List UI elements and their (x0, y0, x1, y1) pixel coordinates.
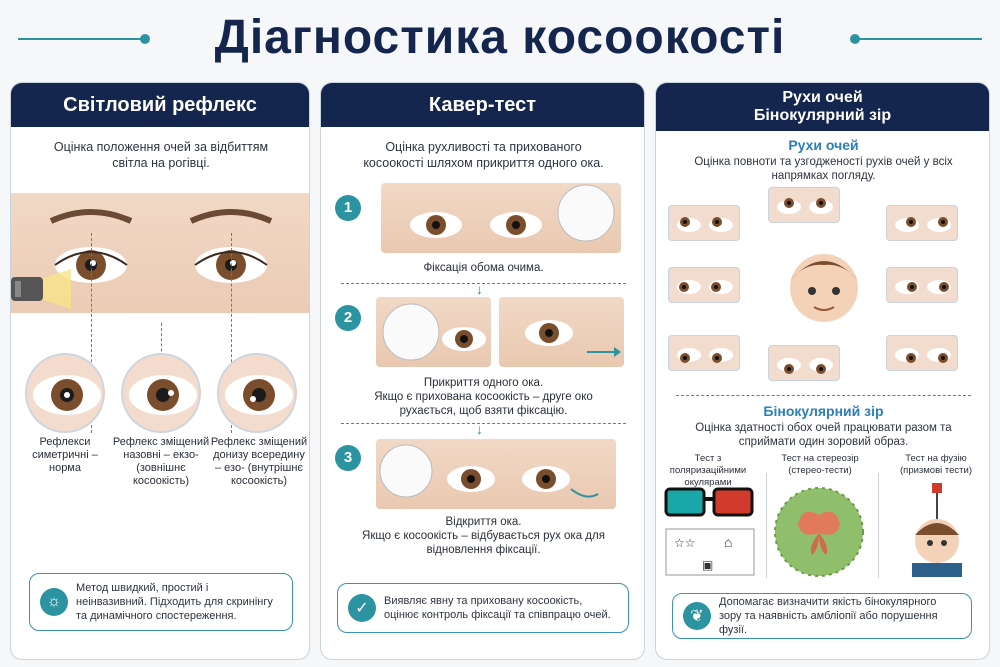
eye-pair-icon (895, 348, 951, 363)
reflex-eso-eye (217, 353, 297, 433)
eyes-fixation-icon (410, 184, 615, 242)
test-divider-2 (878, 473, 879, 578)
movements-title: Рухи очей (788, 137, 859, 153)
eye-pair-icon (777, 358, 833, 374)
cover-test-info-text: Виявляє явну та приховану косоокість, оц… (384, 595, 611, 621)
guide-line-1 (91, 233, 92, 433)
gaze-left (668, 267, 740, 303)
eye-pair-icon (777, 198, 833, 214)
eye-movements-header: Рухи очей Бінокулярний зір (656, 83, 989, 131)
svg-text:▣: ▣ (702, 558, 713, 572)
step-1-badge: 1 (335, 195, 361, 221)
step-2-caption: Прикриття одного ока. Якщо є прихована к… (374, 377, 593, 417)
step-divider-2 (341, 423, 626, 424)
cover-test-description: Оцінка рухливості та прихованого косооко… (363, 140, 604, 170)
svg-text:☆☆: ☆☆ (674, 536, 696, 550)
title-bar: Діагностика косоокості (0, 6, 1000, 68)
gaze-up-left (668, 205, 740, 241)
covered-eye-icon (382, 303, 486, 361)
title-decoration-left (18, 38, 143, 40)
polarized-glasses-icon: ☆☆ ⌂ ▣ (664, 487, 755, 576)
binocular-description: Оцінка здатності обох очей працювати раз… (695, 422, 952, 448)
title-decoration-dot-left (140, 34, 150, 44)
light-reflex-card: Світловий рефлекс Оцінка положення очей … (10, 82, 310, 660)
title-decoration-right (857, 38, 982, 40)
eye-movements-header-line1: Рухи очей (782, 89, 863, 106)
light-reflex-header: Світловий рефлекс (11, 83, 309, 127)
eye-movements-card: Рухи очей Бінокулярний зір Рухи очей Оці… (655, 82, 990, 660)
svg-text:⌂: ⌂ (724, 534, 732, 550)
step-1-illustration (381, 183, 621, 253)
page-title: Діагностика косоокості (214, 11, 786, 64)
section-divider (676, 395, 971, 396)
light-reflex-info-text: Метод швидкий, простий і неінвазивний. П… (76, 582, 273, 622)
eye-pair-icon (677, 280, 733, 294)
step-3-illustration (376, 439, 616, 509)
lungs-icon: ❦ (683, 602, 711, 630)
eye-movements-header-line2: Бінокулярний зір (753, 107, 892, 124)
step-2-badge: 2 (335, 305, 361, 331)
step-3-caption: Відкриття ока. Якщо є косоокість – відбу… (362, 516, 605, 556)
title-decoration-dot-right (850, 34, 860, 44)
guide-line-3 (231, 233, 232, 433)
gaze-down (768, 345, 840, 381)
eye-pair-icon (895, 280, 951, 294)
stereo-test-icon (774, 487, 864, 577)
binocular-info-box: ❦ Допомагає визначити якість бінокулярно… (672, 593, 972, 639)
cover-test-info-box: ✓ Виявляє явну та приховану косоокість, … (337, 583, 629, 633)
eye-pair-icon (677, 348, 733, 363)
uncovered-eye-icon (379, 444, 599, 498)
gaze-right (886, 267, 958, 303)
lightbulb-icon: ☼ (40, 588, 68, 616)
arrow-down-icon: ↓ (476, 281, 483, 297)
step-2-illustration-left (376, 297, 491, 367)
gaze-up (768, 187, 840, 223)
binocular-title: Бінокулярний зір (763, 403, 884, 419)
test-polarized-caption: Тест з поляризаційними окулярами (669, 453, 747, 488)
binocular-info-text: Допомагає визначити якість бінокулярного… (719, 596, 938, 636)
eye-pair-icon (677, 217, 733, 232)
movements-description: Оцінка повноти та узгодженості рухів оче… (694, 156, 953, 182)
light-reflex-description: Оцінка положення очей за відбиттям світл… (53, 140, 269, 170)
checkmark-icon: ✓ (348, 594, 376, 622)
cover-test-card: Кавер-тест Оцінка рухливості та прихован… (320, 82, 645, 660)
gaze-down-left (668, 335, 740, 371)
light-reflex-info-box: ☼ Метод швидкий, простий і неінвазивний.… (29, 573, 293, 631)
reflex-caption-eso: Рефлекс зміщений донизу всередину – езо-… (210, 436, 308, 487)
eye-normal-icon (33, 375, 101, 415)
reflex-caption-exo: Рефлекс зміщений назовні – екзо- (зовніш… (112, 436, 210, 487)
penlight-icon (11, 269, 71, 309)
eye-moving-icon (525, 320, 621, 357)
prism-fusion-icon (912, 483, 962, 577)
reflex-normal-eye (25, 353, 105, 433)
cover-test-header: Кавер-тест (321, 83, 644, 127)
eye-exo-icon (129, 375, 197, 415)
gaze-up-right (886, 205, 958, 241)
reflex-exo-eye (121, 353, 201, 433)
reflex-caption-normal: Рефлекси симетричні – норма (32, 436, 98, 474)
child-face-icon (790, 254, 858, 322)
test-stereo-caption: Тест на стереозір (стерео-тести) (781, 453, 859, 476)
step-2-illustration-right (499, 297, 624, 367)
eye-pair-icon (895, 217, 951, 232)
test-divider-1 (766, 473, 767, 578)
test-fusion-caption: Тест на фузію (призмові тести) (900, 453, 972, 476)
step-divider-1 (341, 283, 626, 284)
step-3-badge: 3 (335, 445, 361, 471)
step-1-caption: Фіксація обома очима. (423, 262, 544, 274)
eye-eso-icon (225, 375, 293, 415)
gaze-down-right (886, 335, 958, 371)
arrow-down-icon-2: ↓ (476, 421, 483, 437)
